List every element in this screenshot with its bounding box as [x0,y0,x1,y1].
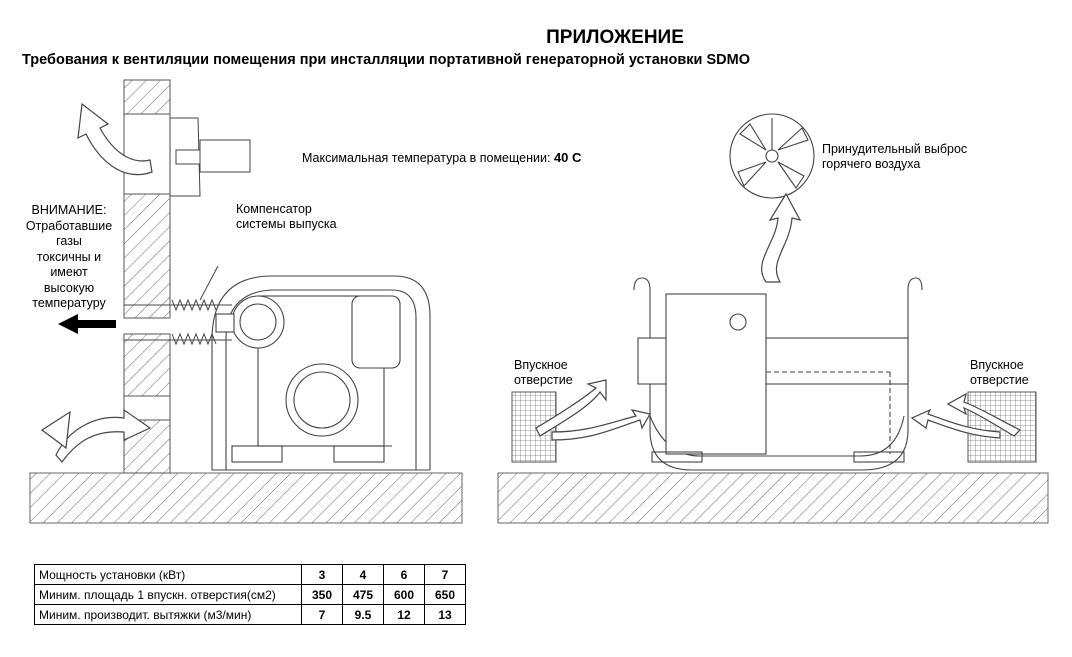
intake-label-line: Впускное [514,358,568,372]
warning-line: токсичны и [36,249,102,264]
intake-grille-left [511,391,557,463]
max-temperature-label: Максимальная температура в помещении: [302,151,551,165]
max-temperature-value: 40 С [553,150,582,165]
compensator-label-line: системы выпуска [236,217,337,231]
table-cell: 650 [424,584,466,605]
warning-note: ВНИМАНИЕ: Отработавшие газы токсичны и и… [14,203,124,312]
warning-line: газы [56,234,82,248]
exhaust-gas-arrow [58,314,116,334]
ventilation-spec-table: Мощность установки (кВт) 3 4 6 7 Миним. … [34,564,466,625]
table-cell: 12 [383,604,425,625]
wall-fan [169,117,251,197]
table-cell: 350 [301,584,343,605]
table-row: Миним. площадь 1 впускн. отверстия(см2) … [34,584,466,605]
generator-front-view [633,277,923,471]
forced-exhaust-label-line: Принудительный выброс [822,142,968,156]
intake-label-right: Впускное отверстие [970,358,1029,388]
table-cell: 475 [342,584,384,605]
intake-label-left: Впускное отверстие [514,358,573,388]
compensator-label-line: Компенсатор [236,202,312,216]
table-cell: 3 [301,564,343,585]
exhaust-compensator [124,265,232,346]
intake-label-line: отверстие [514,373,573,387]
forced-exhaust-label: Принудительный выброс горячего воздуха [822,142,967,172]
forced-exhaust-label-line: горячего воздуха [822,157,921,171]
intake-arrow-left [535,379,651,441]
exhaust-air-arrow [77,102,153,176]
warning-line: высокую [43,280,95,295]
compensator-label: Компенсатор системы выпуска [236,202,337,232]
table-cell: 6 [383,564,425,585]
hot-air-arrow [761,192,802,283]
row-label: Миним. площадь 1 впускн. отверстия(см2) [34,584,302,605]
warning-line: Отработавшие [25,218,113,233]
intake-arrow-right [910,392,1022,439]
table-cell: 13 [424,604,466,625]
inlet-air-arrow [40,408,152,463]
table-cell: 4 [342,564,384,585]
floor-right [497,472,1049,524]
table-cell: 7 [301,604,343,625]
floor-left [29,472,463,524]
warning-line: ВНИМАНИЕ: [31,203,107,217]
table-row: Мощность установки (кВт) 3 4 6 7 [34,564,466,585]
row-label: Мощность установки (кВт) [34,564,302,585]
exhaust-fan-icon [729,113,815,199]
page-title: ПРИЛОЖЕНИЕ [546,27,684,48]
row-label: Миним. производит. вытяжки (м3/мин) [34,604,302,625]
table-row: Миним. производит. вытяжки (м3/мин) 7 9.… [34,604,466,625]
generator-side-view [211,275,431,471]
intake-label-line: отверстие [970,373,1029,387]
table-cell: 7 [424,564,466,585]
table-cell: 600 [383,584,425,605]
wall [123,79,171,474]
table-cell: 9.5 [342,604,384,625]
page-subtitle: Требования к вентиляции помещения при ин… [22,52,750,68]
warning-line: имеют [50,265,88,279]
intake-label-line: Впускное [970,358,1024,372]
max-temperature-note: Максимальная температура в помещении: 40… [302,150,581,165]
warning-line: температуру [32,296,106,310]
